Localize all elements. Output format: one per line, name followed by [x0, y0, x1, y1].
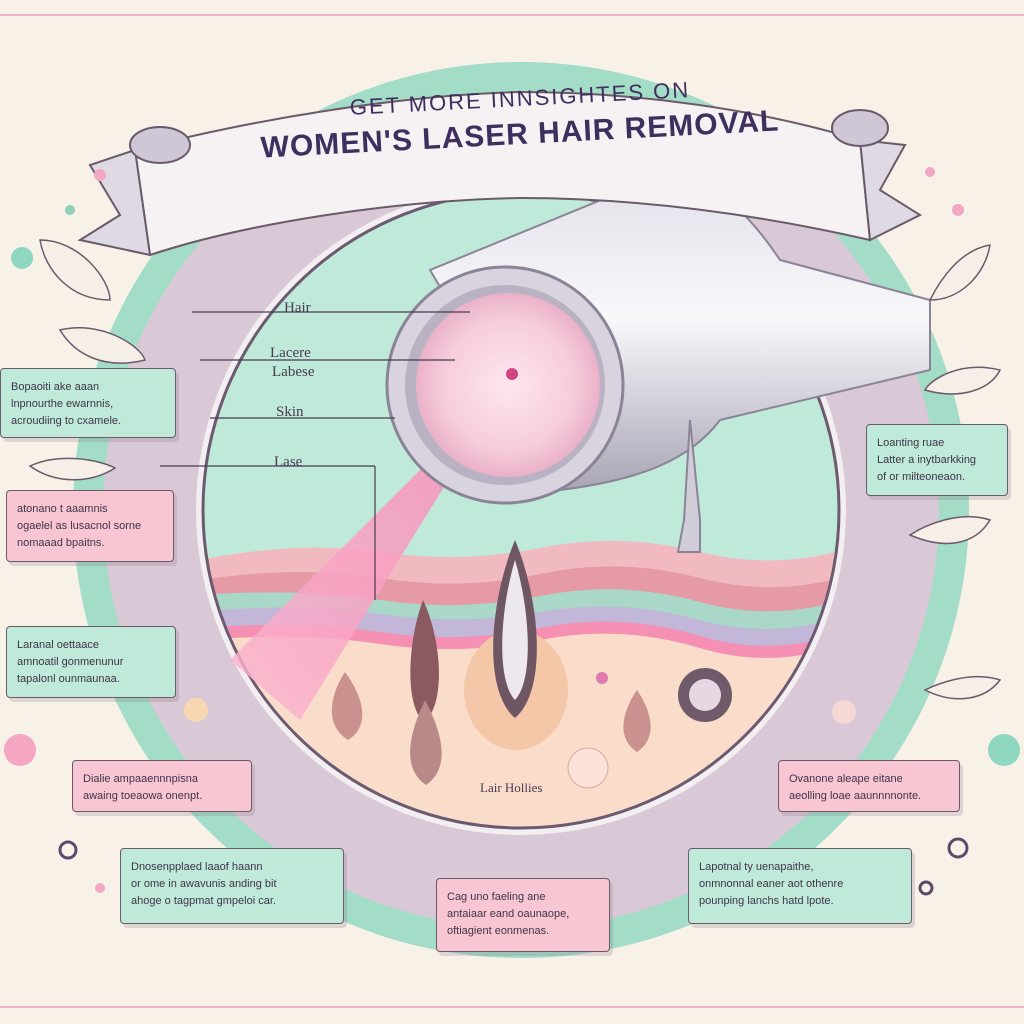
- note-line: pounping lanchs hatd lpote.: [699, 895, 834, 907]
- note-line: ogaelel as lusacnol sorne: [17, 520, 142, 532]
- note-line: tapalonl ounmaunaa.: [17, 673, 120, 685]
- note-line: Lapotnal ty uenapaithe,: [699, 861, 814, 873]
- note-line: Cag uno faeling ane: [447, 891, 546, 903]
- note-line: atonano t aaamnis: [17, 503, 108, 515]
- note-line: aeolling loae aaunnnnonte.: [789, 790, 922, 802]
- laser-emitter: [506, 368, 518, 380]
- note-line: oftiagient eonmenas.: [447, 925, 550, 937]
- top-border-line: [0, 14, 1024, 16]
- label-lase: Lase: [274, 454, 303, 470]
- label-follicles: Lair Hollies: [480, 780, 543, 795]
- label-skin: Skin: [276, 404, 304, 420]
- note-line: Dnosenpplaed laaof haann: [131, 861, 263, 873]
- note-line: amnoatil gonmenunur: [17, 656, 124, 668]
- note-left-3: Laranal oettaace amnoatil gonmenunur tap…: [6, 626, 176, 698]
- note-line: Loanting ruae: [877, 437, 945, 449]
- note-line: nomaaad bpaitns.: [17, 537, 105, 549]
- note-left-2: atonano t aaamnis ogaelel as lusacnol so…: [6, 490, 174, 562]
- note-bottom-center: Cag uno faeling ane antaiaar eand oaunao…: [436, 878, 610, 952]
- note-line: antaiaar eand oaunaope,: [447, 908, 570, 920]
- label-pointers: [160, 311, 470, 600]
- note-left-4: Dialie ampaaennnpisna awaing toeaowa one…: [72, 760, 252, 812]
- label-labese: Labese: [272, 364, 315, 380]
- note-right-1: Loanting ruae Latter a inytbarkking of o…: [866, 424, 1008, 496]
- label-lacere: Lacere: [270, 345, 311, 361]
- note-line: acroudiing to cxamele.: [11, 415, 122, 427]
- decorative-leaves: [28, 239, 1002, 700]
- bottom-border-line: [0, 1006, 1024, 1008]
- note-line: Laranal oettaace: [17, 639, 99, 651]
- note-line: Ovanone aleape eitane: [789, 773, 903, 785]
- note-line: Dialie ampaaennnpisna: [83, 773, 198, 785]
- note-left-1: Bopaoiti ake aaan lnpnourthe ewarnnis, a…: [0, 368, 176, 438]
- note-bottom-right: Lapotnal ty uenapaithe, onmnonnal eaner …: [688, 848, 912, 924]
- laser-device: [385, 177, 931, 553]
- note-line: lnpnourthe ewarnnis,: [11, 398, 114, 410]
- note-bottom-left: Dnosenpplaed laaof haann or ome in awavu…: [120, 848, 344, 924]
- note-line: Latter a inytbarkking: [877, 454, 977, 466]
- note-line: awaing toeaowa onenpt.: [83, 790, 203, 802]
- note-line: Bopaoiti ake aaan: [11, 381, 100, 393]
- note-right-2: Ovanone aleape eitane aeolling loae aaun…: [778, 760, 960, 812]
- note-line: of or milteoneaon.: [877, 471, 966, 483]
- note-line: ahoge o tagpmat gmpeloi car.: [131, 895, 276, 907]
- label-hair: Hair: [284, 300, 311, 316]
- note-line: onmnonnal eaner aot othenre: [699, 878, 844, 890]
- note-line: or ome in awavunis anding bit: [131, 878, 277, 890]
- decorative-dots: [4, 167, 1020, 896]
